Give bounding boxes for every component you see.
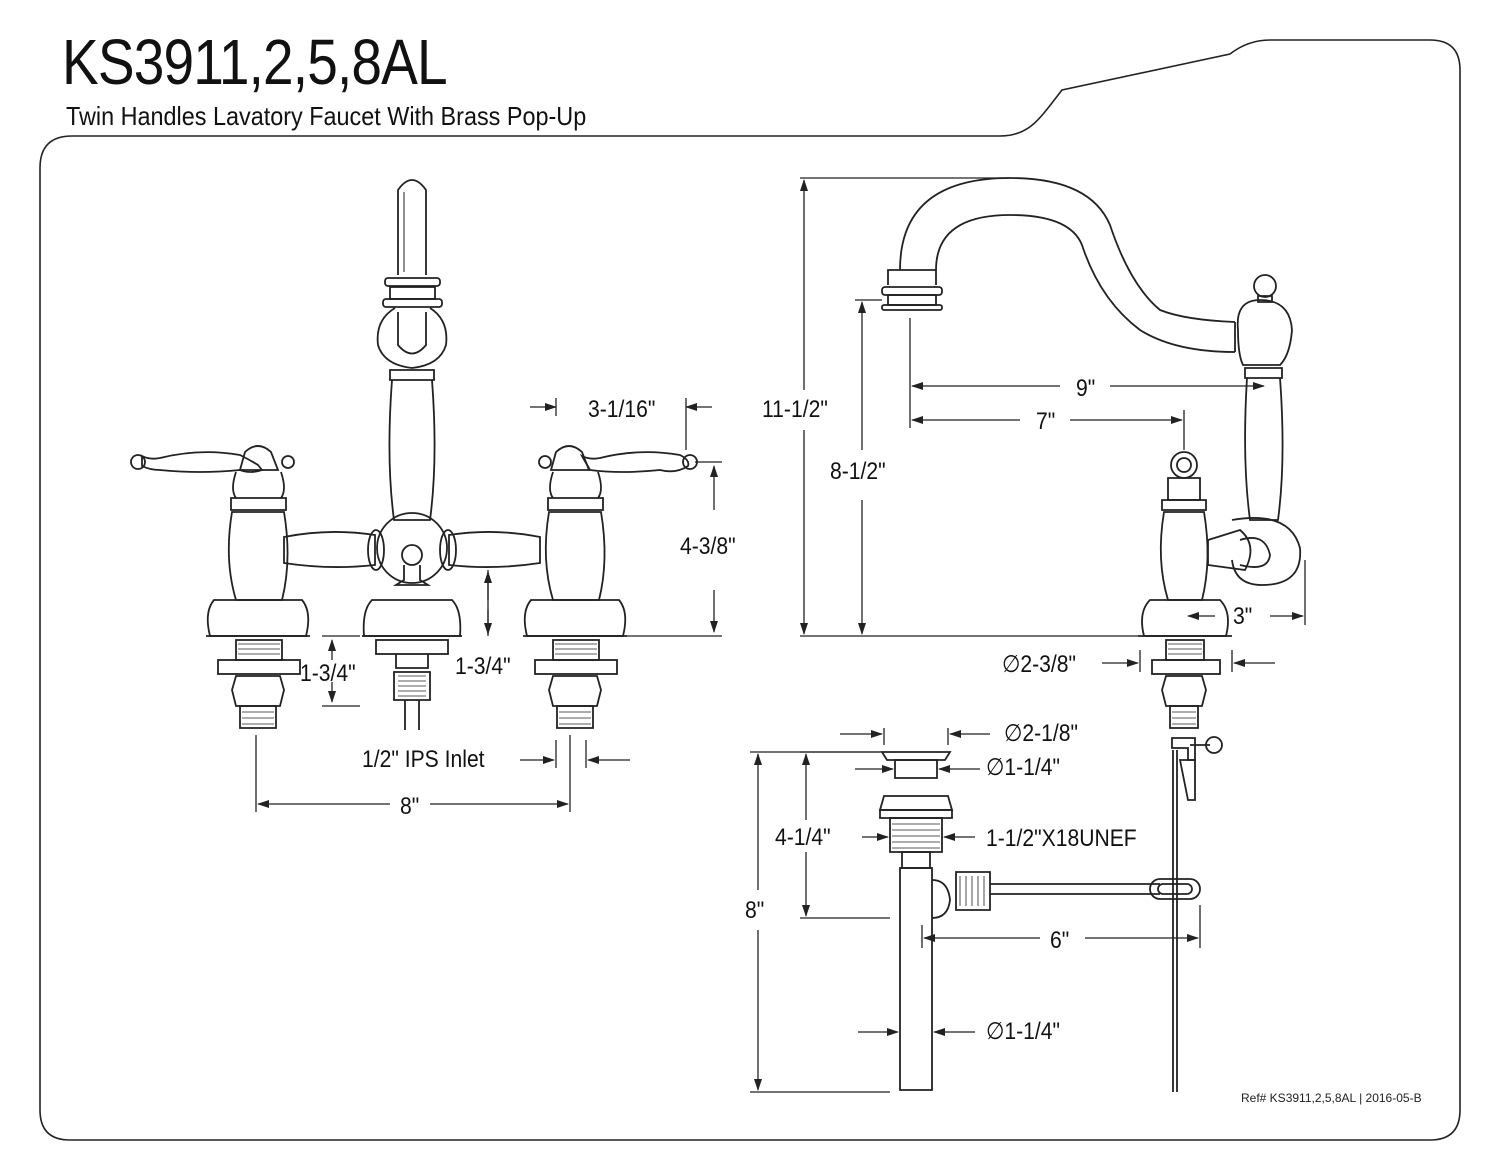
dim-thread-spec: 1-1/2"X18UNEF — [986, 825, 1137, 852]
dim-stopper-diameter: ∅1-1/4" — [986, 754, 1061, 781]
dim-spout-to-sprayer: 7" — [1036, 408, 1056, 435]
dim-shank-left: 1-3/4" — [300, 660, 356, 687]
sheet-border — [39, 39, 1461, 1141]
dim-drain-overall-height: 8" — [745, 897, 765, 924]
dim-base-diameter: ∅2-3/8" — [1002, 651, 1077, 678]
product-description: Twin Handles Lavatory Faucet With Brass … — [66, 101, 587, 131]
dim-overall-height: 11-1/2" — [762, 396, 828, 423]
dim-drain-body-height: 4-1/4" — [775, 824, 831, 851]
front-view-dimensions — [255, 398, 722, 812]
model-number-title: KS3911,2,5,8AL — [62, 26, 448, 98]
dim-handle-height: 4-3/8" — [680, 533, 736, 560]
drain-dimensions — [750, 728, 1201, 1093]
dim-spout-reach: 9" — [1076, 375, 1096, 402]
dim-shank-center: 1-3/4" — [455, 653, 511, 680]
dim-flange-diameter: ∅2-1/8" — [1004, 720, 1079, 747]
dim-handle-offset: 3-1/16" — [588, 396, 656, 423]
dim-spout-height: 8-1/2" — [830, 458, 886, 485]
dim-tail-diameter: ∅1-1/4" — [986, 1018, 1061, 1045]
side-view-faucet — [881, 177, 1302, 729]
front-view-faucet — [130, 179, 698, 730]
dim-base-offset: 3" — [1233, 603, 1253, 630]
drawing-reference: Ref# KS3911,2,5,8AL | 2016-05-B — [1241, 1091, 1422, 1105]
dim-ips-inlet: 1/2" IPS Inlet — [362, 746, 485, 773]
side-view-dimensions — [800, 177, 1306, 672]
drain-assembly — [878, 736, 1223, 1092]
dim-rod-length: 6" — [1050, 927, 1070, 954]
dim-center-spread: 8" — [400, 793, 420, 820]
